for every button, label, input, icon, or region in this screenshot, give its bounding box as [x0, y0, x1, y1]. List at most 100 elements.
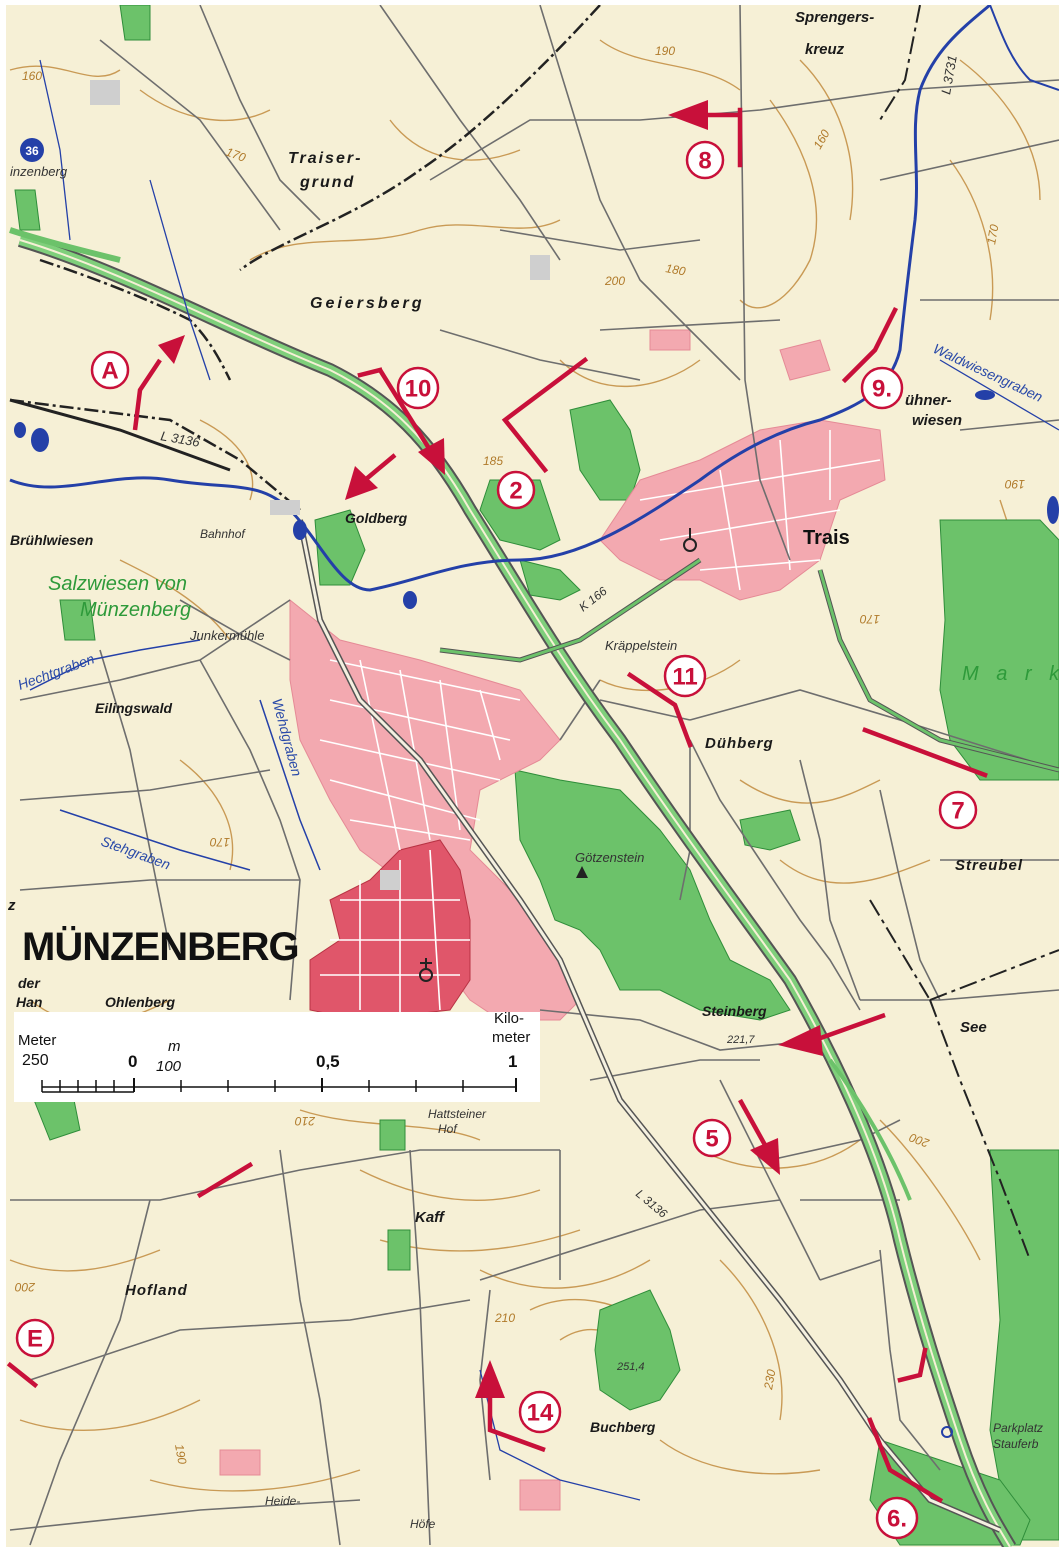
forest-areas	[14, 5, 1059, 1546]
label-buchberg-height: 251,4	[616, 1361, 645, 1373]
label-heide-1: Heide-	[265, 1494, 300, 1508]
left-border	[0, 0, 6, 1547]
contour-label: 185	[483, 454, 503, 468]
marker-e[interactable]: E	[15, 1318, 55, 1358]
contour-label: 170	[210, 835, 230, 849]
arrow-a-icon	[158, 335, 185, 364]
top-border	[0, 0, 1059, 5]
label-eilingswald: Eilingswald	[95, 700, 172, 716]
parking-icon	[941, 1426, 953, 1438]
summit-triangle-icon	[576, 866, 588, 878]
label-huehnerwiesen-2: wiesen	[912, 412, 962, 429]
label-hattsteiner-2: Hof	[438, 1122, 458, 1136]
hiking-route-segments	[6, 107, 988, 1504]
contour-label: 190	[1005, 477, 1025, 491]
marker-9-label: 9.	[872, 376, 892, 403]
contour-label: 230	[761, 1368, 778, 1391]
marker-10[interactable]: 10	[396, 366, 440, 410]
arrow-5-icon	[750, 1138, 780, 1175]
scale-half-label: 0,5	[316, 1052, 340, 1071]
label-muenzenberg: MÜNZENBERG	[22, 924, 299, 969]
contour-label: 210	[295, 1114, 316, 1128]
marker-9[interactable]: 9.	[860, 366, 904, 410]
marker-2[interactable]: 2	[496, 470, 536, 510]
railway-lines	[9, 5, 601, 511]
contour-label: 200	[907, 1130, 932, 1150]
marker-10-label: 10	[405, 376, 432, 403]
marker-8[interactable]: 8	[685, 140, 725, 180]
label-junkermuehle: Junkermühle	[189, 628, 264, 643]
contour-label: 180	[664, 261, 686, 278]
boundary-lines	[869, 5, 1059, 1261]
contour-label: 160	[22, 69, 42, 83]
scale-zero-label: 0	[128, 1052, 138, 1071]
marker-7[interactable]: 7	[938, 790, 978, 830]
contour-lines	[9, 39, 1046, 1492]
scale-250-label: 250	[22, 1052, 49, 1069]
arrow-8-icon	[668, 100, 708, 130]
label-z: z	[7, 897, 16, 914]
contour-label: 170	[984, 223, 1001, 245]
label-goetzenstein: Götzenstein	[575, 850, 644, 865]
contour-label: 210	[494, 1311, 515, 1325]
scale-meter2-label: meter	[492, 1029, 531, 1046]
label-goldberg: Goldberg	[345, 510, 408, 526]
contour-label: 200	[604, 274, 625, 288]
marker-11[interactable]: 11	[663, 654, 707, 698]
label-der: der	[18, 975, 41, 991]
contour-label: 170	[224, 145, 248, 165]
marker-6[interactable]: 6.	[875, 1496, 919, 1540]
marker-7-label: 7	[951, 798, 964, 825]
contour-label: 200	[15, 1280, 36, 1294]
marker-5[interactable]: 5	[692, 1118, 732, 1158]
label-ohlenberg: Ohlenberg	[105, 994, 175, 1010]
highway-l3136	[17, 233, 1017, 1547]
label-mark: M a r k	[962, 663, 1059, 685]
road-network	[9, 5, 1059, 1546]
contour-label: 190	[655, 44, 675, 58]
label-bruehlwiesen: Brühlwiesen	[10, 532, 93, 548]
label-hofland: Hofland	[125, 1282, 188, 1299]
label-geiersberg: Geiersberg	[310, 295, 424, 312]
label-l3731: L 3731	[938, 54, 960, 96]
marker-e-label: E	[27, 1326, 43, 1353]
arrow-goldberg-icon	[345, 466, 378, 500]
topographic-map[interactable]: 36 Sprengers- kreuz L 3731 Traiser- grun…	[6, 5, 1059, 1547]
label-traisergrund-2: grund	[299, 174, 355, 191]
road-number-icon	[20, 138, 44, 162]
road-number-label: 36	[25, 144, 39, 158]
marker-11-label: 11	[672, 664, 697, 691]
scale-meter-label: Meter	[18, 1032, 57, 1049]
arrow-10-icon	[418, 438, 445, 475]
ponds	[14, 390, 1059, 609]
scale-bar: Meter 250 0 m 100 0,5 1 Kilo- meter	[14, 1010, 540, 1102]
label-steinberg-height: 221,7	[726, 1034, 755, 1046]
scale-m-label: m	[168, 1038, 181, 1055]
label-kraeppelstein: Kräppelstein	[605, 638, 677, 653]
contour-label: 170	[860, 612, 880, 626]
label-trais: Trais	[803, 527, 850, 549]
marker-6-label: 6.	[887, 1506, 907, 1533]
label-heide-2: Höfe	[410, 1517, 436, 1531]
label-salzwiesen-2: Münzenberg	[80, 599, 191, 621]
label-bahnhof: Bahnhof	[200, 527, 246, 541]
label-sprengerskreuz-2: kreuz	[805, 41, 845, 58]
secondary-roads	[9, 227, 1059, 1533]
label-duehberg: Dühberg	[705, 735, 774, 752]
marker-5-label: 5	[705, 1126, 718, 1153]
label-inzenberg: inzenberg	[10, 164, 68, 179]
label-huehnerwiesen-1: ühner-	[905, 392, 952, 409]
arrow-14-icon	[475, 1360, 505, 1398]
contour-value-labels: 160 190 170 180 160 170 185 190 170 170 …	[15, 44, 1025, 1466]
marker-a[interactable]: A	[90, 350, 130, 390]
scale-ruler	[41, 1078, 517, 1093]
label-hattsteiner-1: Hattsteiner	[428, 1107, 487, 1121]
label-parkplatz-1: Parkplatz	[993, 1421, 1043, 1435]
label-kaff: Kaff	[415, 1209, 446, 1226]
marker-a-label: A	[101, 358, 118, 385]
route-arrows	[132, 100, 886, 1453]
label-streubel: Streubel	[955, 857, 1023, 874]
label-see: See	[960, 1019, 987, 1036]
label-sprengerskreuz-1: Sprengers-	[795, 9, 874, 26]
marker-14[interactable]: 14	[518, 1390, 562, 1434]
